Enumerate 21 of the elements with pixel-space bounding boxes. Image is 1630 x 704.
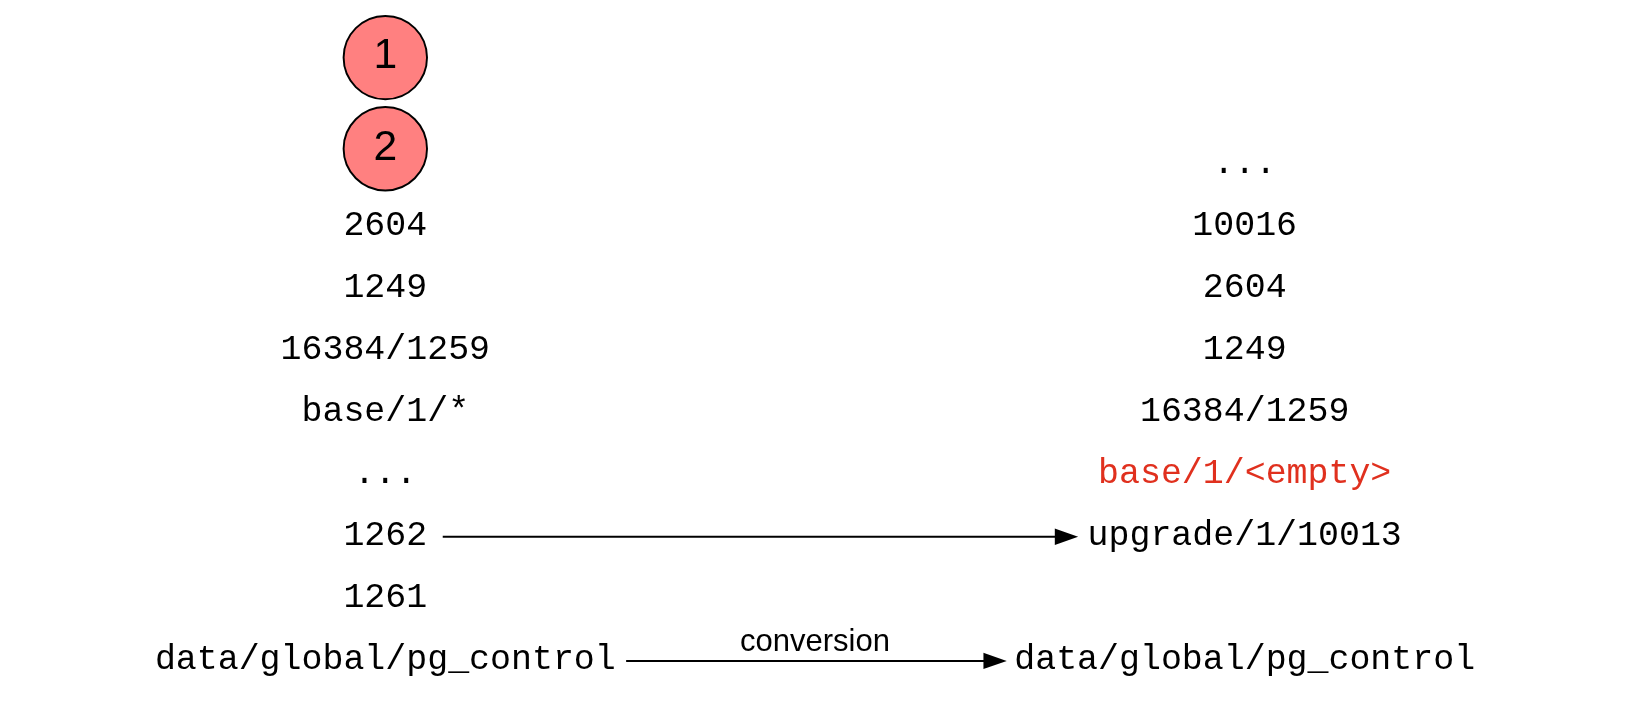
node-text: 16384/1259	[1139, 392, 1350, 432]
node-text: base/1/<empty>	[1098, 454, 1392, 494]
node-text: data/global/pg_control	[1014, 640, 1476, 680]
node-text: ...	[353, 454, 417, 494]
node-text: data/global/pg_control	[154, 640, 616, 680]
node-text: 1249	[343, 268, 428, 307]
arrow	[625, 652, 1007, 670]
node-text: 2604	[1202, 268, 1287, 307]
node-circle: 2	[342, 106, 428, 192]
node-text: 16384/1259	[280, 330, 491, 370]
node-text: 1249	[1202, 330, 1287, 370]
node-text: 1261	[343, 578, 428, 618]
node-text: 2604	[343, 205, 428, 245]
node-circle: 1	[342, 14, 428, 101]
arrow	[441, 528, 1079, 545]
edge-label: conversion	[740, 622, 890, 658]
node-text: 1262	[343, 516, 428, 556]
node-text: ...	[1213, 143, 1277, 183]
node-text: base/1/*	[301, 392, 470, 432]
node-text: upgrade/1/10013	[1087, 516, 1402, 556]
node-text: 10016	[1192, 205, 1298, 245]
